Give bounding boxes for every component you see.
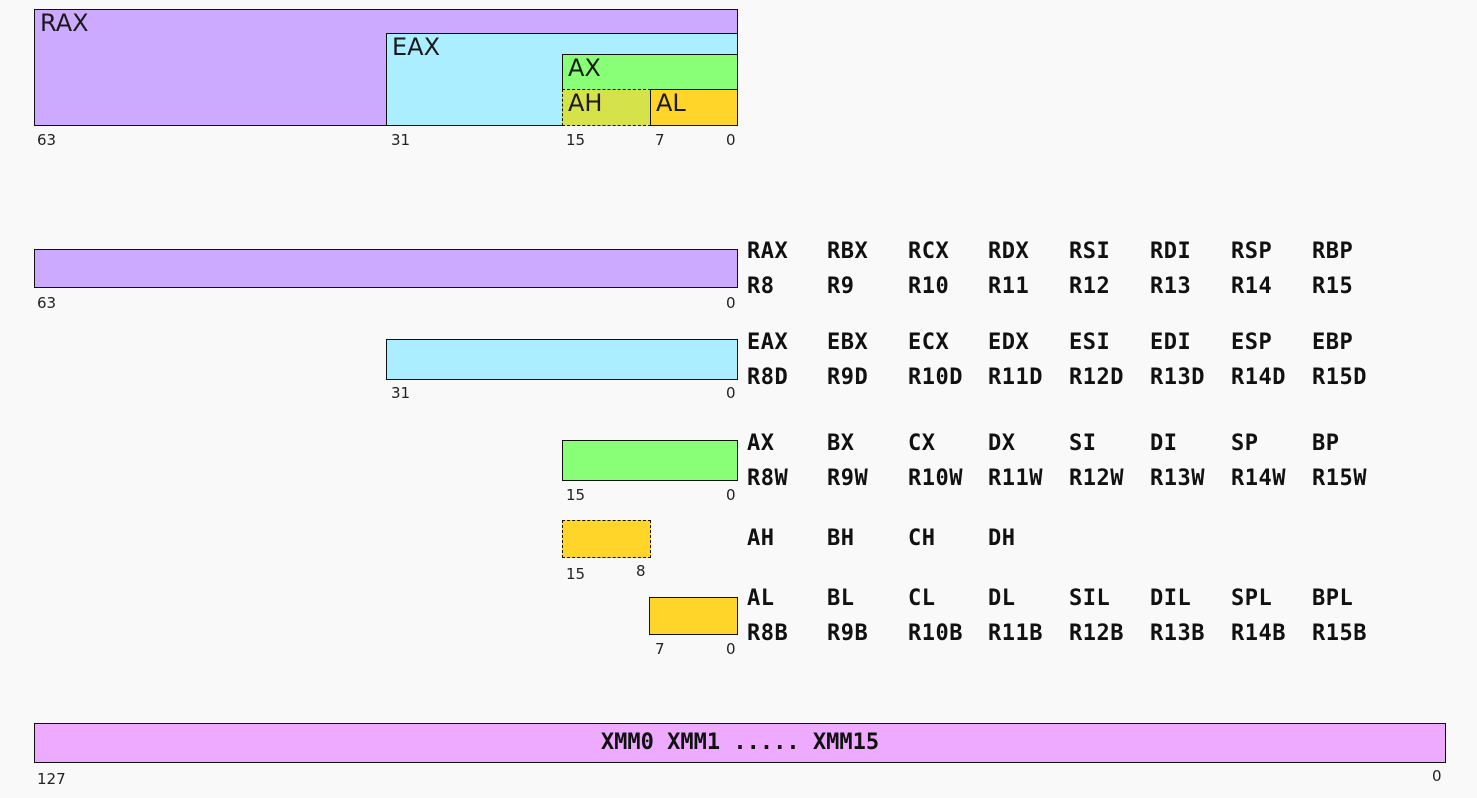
reg-name: R8W <box>747 466 789 491</box>
reg-name: DX <box>988 431 1016 456</box>
reg-name: BL <box>827 586 855 611</box>
reg-name: R12B <box>1069 621 1124 646</box>
r8h-bit-lo: 8 <box>636 562 646 580</box>
reg-name: R9W <box>827 466 869 491</box>
reg-name: RDX <box>988 239 1030 264</box>
reg-name: BP <box>1312 431 1340 456</box>
reg-name: R9B <box>827 621 869 646</box>
r64-bit-lo: 0 <box>726 294 736 312</box>
reg-name: RCX <box>908 239 950 264</box>
reg-name: R11B <box>988 621 1043 646</box>
reg-name: R9 <box>827 274 855 299</box>
r64-bit-hi: 63 <box>37 294 57 312</box>
reg-name: R14D <box>1231 365 1286 390</box>
reg-name: RDI <box>1150 239 1192 264</box>
reg-name: RSP <box>1231 239 1273 264</box>
xmm-bit-lo: 0 <box>1432 767 1442 785</box>
reg-name: EBP <box>1312 330 1354 355</box>
xmm-label: XMM0 XMM1 ..... XMM15 <box>600 730 880 755</box>
reg-name: SI <box>1069 431 1097 456</box>
reg-name: CL <box>908 586 936 611</box>
r16-bit-lo: 0 <box>726 486 736 504</box>
reg-name: DL <box>988 586 1016 611</box>
r32-bit-hi: 31 <box>391 384 411 402</box>
reg-name: R8B <box>747 621 789 646</box>
r8l-bar <box>649 597 738 635</box>
reg-name: R11W <box>988 466 1043 491</box>
r32-bit-lo: 0 <box>726 384 736 402</box>
reg-name: BPL <box>1312 586 1354 611</box>
reg-name: CH <box>908 526 936 551</box>
reg-name: R15 <box>1312 274 1354 299</box>
reg-name: R11 <box>988 274 1030 299</box>
reg-name: RAX <box>747 239 789 264</box>
reg-name: RSI <box>1069 239 1111 264</box>
r32-bar <box>386 339 738 380</box>
r16-bit-hi: 15 <box>566 486 586 504</box>
xmm-bit-hi: 127 <box>37 770 66 788</box>
reg-name: DH <box>988 526 1016 551</box>
reg-name: EBX <box>827 330 869 355</box>
reg-name: R13 <box>1150 274 1192 299</box>
bit-15: 15 <box>566 131 586 149</box>
r8l-bit-hi: 7 <box>655 640 665 658</box>
reg-name: R15B <box>1312 621 1367 646</box>
bit-63: 63 <box>37 131 57 149</box>
reg-name: R12D <box>1069 365 1124 390</box>
r64-bar <box>34 249 738 288</box>
reg-name: R13B <box>1150 621 1205 646</box>
reg-name: R15D <box>1312 365 1367 390</box>
reg-name: SIL <box>1069 586 1111 611</box>
reg-name: R15W <box>1312 466 1367 491</box>
reg-name: R14 <box>1231 274 1273 299</box>
reg-name: R10W <box>908 466 963 491</box>
al-label: AL <box>656 89 686 117</box>
reg-name: R14B <box>1231 621 1286 646</box>
reg-name: EDI <box>1150 330 1192 355</box>
reg-name: ESP <box>1231 330 1273 355</box>
reg-name: BH <box>827 526 855 551</box>
reg-name: R11D <box>988 365 1043 390</box>
reg-name: R12 <box>1069 274 1111 299</box>
r16-bar <box>562 440 738 481</box>
reg-name: R13W <box>1150 466 1205 491</box>
reg-name: SPL <box>1231 586 1273 611</box>
reg-name: DI <box>1150 431 1178 456</box>
reg-name: RBP <box>1312 239 1354 264</box>
rax-label: RAX <box>40 9 89 37</box>
bit-31: 31 <box>391 131 411 149</box>
reg-name: AX <box>747 431 775 456</box>
ax-label: AX <box>568 54 601 82</box>
reg-name: R12W <box>1069 466 1124 491</box>
reg-name: BX <box>827 431 855 456</box>
reg-name: R10 <box>908 274 950 299</box>
eax-label: EAX <box>392 33 441 61</box>
al-block: AL <box>650 89 738 126</box>
r8h-bit-hi: 15 <box>566 565 586 583</box>
reg-name: EAX <box>747 330 789 355</box>
r8l-bit-lo: 0 <box>726 640 736 658</box>
xmm-bar: XMM0 XMM1 ..... XMM15 <box>34 723 1446 763</box>
reg-name: R8 <box>747 274 775 299</box>
reg-name: DIL <box>1150 586 1192 611</box>
bit-7: 7 <box>655 131 665 149</box>
reg-name: CX <box>908 431 936 456</box>
reg-name: R10B <box>908 621 963 646</box>
reg-name: R13D <box>1150 365 1205 390</box>
reg-name: R9D <box>827 365 869 390</box>
r8h-bar <box>562 520 651 558</box>
reg-name: R14W <box>1231 466 1286 491</box>
ah-label: AH <box>568 89 603 117</box>
reg-name: EDX <box>988 330 1030 355</box>
reg-name: ECX <box>908 330 950 355</box>
bit-0: 0 <box>726 131 736 149</box>
reg-name: R10D <box>908 365 963 390</box>
reg-name: AL <box>747 586 775 611</box>
reg-name: ESI <box>1069 330 1111 355</box>
reg-name: R8D <box>747 365 789 390</box>
ah-block: AH <box>562 89 651 126</box>
reg-name: AH <box>747 526 775 551</box>
reg-name: SP <box>1231 431 1259 456</box>
reg-name: RBX <box>827 239 869 264</box>
